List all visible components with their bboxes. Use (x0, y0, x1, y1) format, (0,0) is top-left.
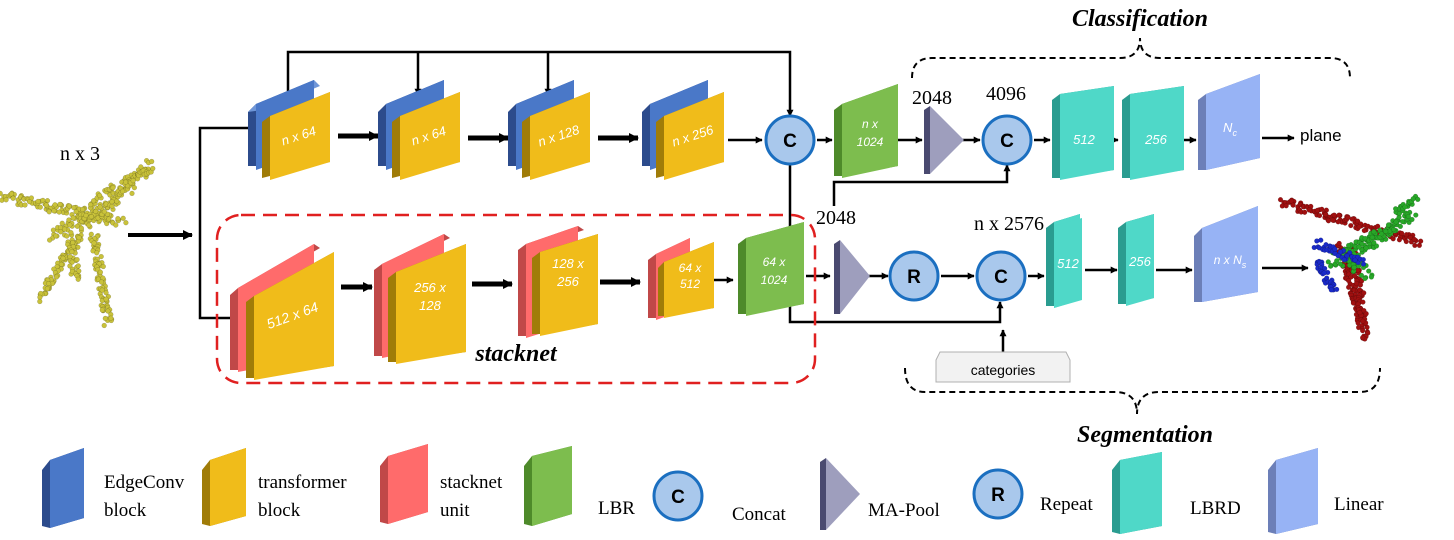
lbrd-block-cls-1: 512 (1052, 86, 1114, 180)
lbrd-cls-1-label: 512 (1073, 132, 1095, 147)
svg-text:LBR: LBR (598, 498, 635, 519)
stacknet-dashed-box (215, 213, 817, 385)
legend-edgeconv: EdgeConv block (42, 448, 185, 528)
lbr-block-bottom: 64 x 1024 (738, 222, 804, 316)
svg-text:transformer: transformer (258, 472, 347, 493)
legend-linear: Linear (1268, 448, 1384, 534)
concat-node-top: C (764, 114, 816, 166)
repeat-node: R (888, 250, 940, 302)
lbr-bottom-label-2: 1024 (761, 273, 788, 287)
lbrd-cls-2-label: 256 (1144, 132, 1167, 147)
legend-transformer: transformer block (202, 448, 347, 526)
lbr-top-label-1: n x (862, 117, 879, 131)
linear-cls-label: Nc (1223, 120, 1237, 138)
lbr-bottom-label-1: 64 x (763, 255, 787, 269)
stacknet-title: stacknet (474, 341, 558, 367)
transformer-block-1: n x 64 (262, 92, 330, 180)
svg-text:C: C (671, 487, 685, 508)
classification-output: plane (1300, 126, 1342, 145)
linear-block-cls: Nc (1198, 74, 1260, 170)
transformer-s4-label-2: 512 (680, 277, 700, 291)
segmented-point-cloud (1277, 193, 1424, 342)
transformer-block-s1: 512 x 64 (246, 252, 334, 380)
input-size-label: n x 3 (60, 143, 100, 165)
cls-dim-2048: 2048 (912, 87, 952, 109)
lbr-top-label-2: 1024 (857, 135, 884, 149)
transformer-s4-label-1: 64 x (679, 261, 703, 275)
legend-lbr: LBR (524, 446, 635, 526)
legend: EdgeConv block transformer block stackne… (42, 444, 1384, 534)
connectors (128, 50, 1309, 362)
lbr-block-top: n x 1024 (834, 84, 898, 178)
svg-text:LBRD: LBRD (1190, 498, 1241, 519)
transformer-block-2: n x 64 (392, 92, 460, 180)
legend-lbrd: LBRD (1112, 452, 1241, 534)
svg-text:C: C (783, 131, 797, 152)
legend-mapool: MA-Pool (820, 458, 940, 530)
svg-text:C: C (994, 267, 1008, 288)
svg-text:EdgeConv: EdgeConv (104, 472, 185, 493)
legend-repeat: R Repeat (972, 468, 1093, 520)
seg-dim-2576: n x 2576 (974, 213, 1044, 235)
lbrd-seg-2-label: 256 (1128, 254, 1151, 269)
ma-pool-bottom (834, 240, 870, 314)
classification-title: Classification (1072, 6, 1208, 32)
svg-text:Repeat: Repeat (1040, 494, 1093, 515)
segmentation-brace (904, 367, 1381, 415)
svg-text:unit: unit (440, 500, 470, 521)
svg-text:Linear: Linear (1334, 494, 1384, 515)
transformer-s3-label-1: 128 x (552, 256, 584, 271)
linear-block-seg: n x Ns (1194, 206, 1258, 302)
svg-text:block: block (104, 500, 147, 521)
ma-pool-top (924, 106, 964, 174)
svg-text:Concat: Concat (732, 504, 787, 525)
lbrd-block-cls-2: 256 (1122, 86, 1184, 180)
classification-brace (911, 37, 1351, 79)
transformer-block-3: n x 128 (522, 92, 590, 180)
svg-text:stacknet: stacknet (440, 472, 503, 493)
concat-node-seg: C (975, 250, 1027, 302)
segmentation-title: Segmentation (1077, 422, 1213, 448)
transformer-block-4: n x 256 (656, 92, 724, 180)
lbrd-block-seg-2: 256 (1118, 214, 1154, 306)
transformer-block-s2: 256 x 128 (388, 244, 466, 364)
categories-label: categories (971, 362, 1036, 378)
concat-node-cls: C (981, 114, 1033, 166)
svg-text:MA-Pool: MA-Pool (868, 500, 940, 521)
cls-dim-4096: 4096 (986, 83, 1026, 105)
svg-text:block: block (258, 500, 301, 521)
transformer-block-s3: 128 x 256 (532, 234, 598, 336)
seg-dim-2048: 2048 (816, 207, 856, 229)
linear-seg-label: n x Ns (1214, 253, 1247, 270)
lbrd-block-seg-1: 512 (1046, 214, 1082, 308)
input-point-cloud (0, 157, 156, 329)
transformer-s3-label-2: 256 (556, 274, 579, 289)
svg-text:C: C (1000, 131, 1014, 152)
lbrd-seg-1-label: 512 (1057, 256, 1079, 271)
transformer-block-s4: 64 x 512 (658, 242, 714, 318)
transformer-s2-label-2: 128 (419, 298, 441, 313)
transformer-s2-label-1: 256 x (413, 280, 446, 295)
svg-text:R: R (907, 267, 921, 288)
categories-box: categories (935, 351, 1071, 383)
svg-text:R: R (991, 485, 1005, 506)
legend-concat: C Concat (652, 470, 787, 525)
legend-stacknet: stacknet unit (380, 444, 503, 524)
